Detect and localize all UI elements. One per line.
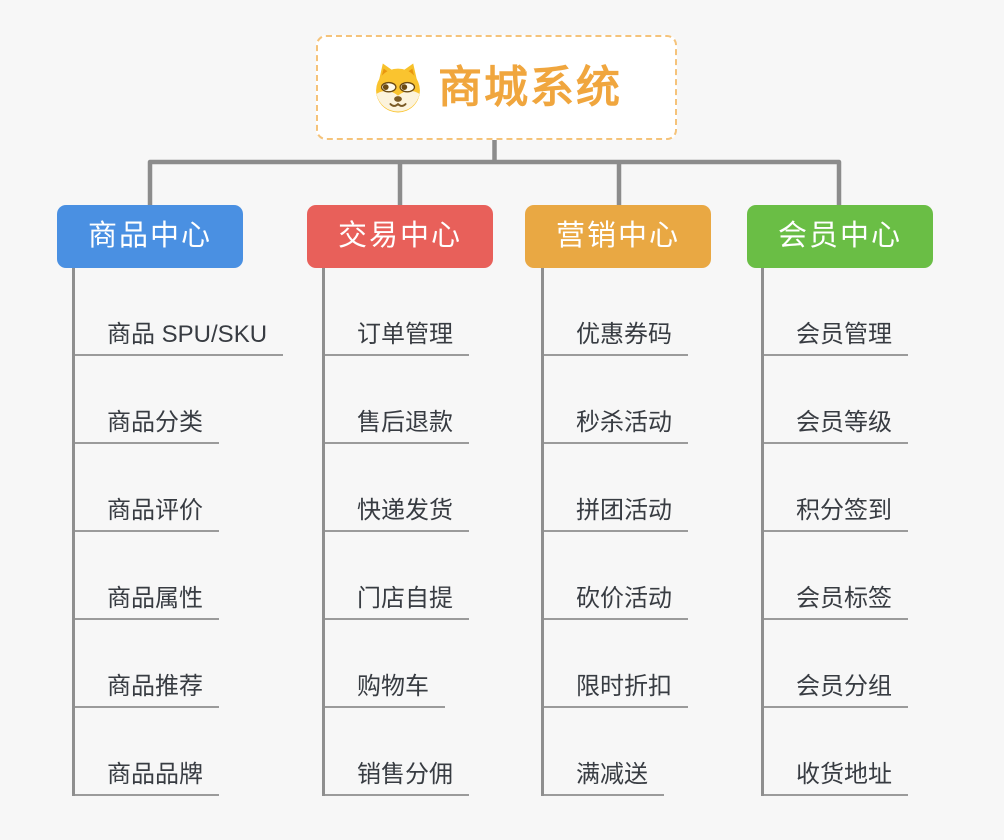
subtopic-item[interactable]: 商品分类 [72, 356, 219, 444]
subtopic-item[interactable]: 商品 SPU/SKU [72, 268, 284, 356]
branch-label: 交易中心 [337, 220, 462, 252]
subtopic-item[interactable]: 商品属性 [72, 532, 219, 620]
subtopic-label: 积分签到 [796, 497, 892, 525]
subtopic-item[interactable]: 拼团活动 [541, 444, 688, 532]
subtopic-label: 快递发货 [357, 497, 453, 525]
children-product-center: 商品 SPU/SKU 商品分类 商品评价 商品属性 商品推荐 商品品牌 [72, 268, 284, 796]
dog-face-icon [376, 63, 420, 112]
subtopic-label: 购物车 [357, 673, 429, 701]
root-topic[interactable]: 商城系统 [316, 35, 677, 140]
subtopic-label: 会员分组 [796, 673, 892, 701]
subtopic-item[interactable]: 积分签到 [761, 444, 908, 532]
subtopic-label: 满减送 [576, 761, 648, 789]
subtopic-item[interactable]: 售后退款 [322, 356, 469, 444]
subtopic-item[interactable]: 会员管理 [761, 268, 908, 356]
subtopic-label: 会员等级 [796, 409, 892, 437]
branch-node-member-center[interactable]: 会员中心 [747, 205, 933, 268]
children-trade-center: 订单管理 售后退款 快递发货 门店自提 购物车 销售分佣 [322, 268, 469, 796]
subtopic-item[interactable]: 会员分组 [761, 620, 908, 708]
subtopic-label: 拼团活动 [576, 497, 672, 525]
subtopic-label: 砍价活动 [576, 585, 672, 613]
subtopic-item[interactable]: 秒杀活动 [541, 356, 688, 444]
subtopic-item[interactable]: 会员等级 [761, 356, 908, 444]
subtopic-label: 订单管理 [357, 321, 453, 349]
subtopic-label: 会员管理 [796, 321, 892, 349]
subtopic-label: 商品品牌 [107, 761, 203, 789]
branch-label: 商品中心 [87, 220, 212, 252]
subtopic-item[interactable]: 收货地址 [761, 708, 908, 796]
subtopic-label: 限时折扣 [576, 673, 672, 701]
subtopic-item[interactable]: 优惠券码 [541, 268, 688, 356]
subtopic-item[interactable]: 商品评价 [72, 444, 219, 532]
children-marketing-center: 优惠券码 秒杀活动 拼团活动 砍价活动 限时折扣 满减送 [541, 268, 688, 796]
subtopic-item[interactable]: 销售分佣 [322, 708, 469, 796]
subtopic-label: 商品评价 [107, 497, 203, 525]
branch-node-trade-center[interactable]: 交易中心 [307, 205, 493, 268]
subtopic-label: 会员标签 [796, 585, 892, 613]
subtopic-item[interactable]: 快递发货 [322, 444, 469, 532]
subtopic-item[interactable]: 砍价活动 [541, 532, 688, 620]
subtopic-item[interactable]: 门店自提 [322, 532, 469, 620]
subtopic-item[interactable]: 商品品牌 [72, 708, 219, 796]
subtopic-label: 收货地址 [796, 761, 892, 789]
subtopic-item[interactable]: 满减送 [541, 708, 664, 796]
subtopic-label: 商品 SPU/SKU [107, 321, 268, 349]
subtopic-item[interactable]: 购物车 [322, 620, 445, 708]
subtopic-item[interactable]: 订单管理 [322, 268, 469, 356]
subtopic-item[interactable]: 会员标签 [761, 532, 908, 620]
subtopic-label: 商品属性 [107, 585, 203, 613]
subtopic-label: 售后退款 [357, 409, 453, 437]
subtopic-label: 优惠券码 [576, 321, 672, 349]
branch-node-marketing-center[interactable]: 营销中心 [525, 205, 711, 268]
branch-label: 营销中心 [555, 220, 680, 252]
subtopic-label: 销售分佣 [357, 761, 453, 789]
root-title: 商城系统 [438, 62, 622, 112]
subtopic-item[interactable]: 限时折扣 [541, 620, 688, 708]
subtopic-label: 商品分类 [107, 409, 203, 437]
branch-label: 会员中心 [777, 220, 902, 252]
children-member-center: 会员管理 会员等级 积分签到 会员标签 会员分组 收货地址 [761, 268, 908, 796]
subtopic-label: 商品推荐 [107, 673, 203, 701]
subtopic-item[interactable]: 商品推荐 [72, 620, 219, 708]
subtopic-label: 秒杀活动 [576, 409, 672, 437]
subtopic-label: 门店自提 [357, 585, 453, 613]
branch-node-product-center[interactable]: 商品中心 [57, 205, 243, 268]
